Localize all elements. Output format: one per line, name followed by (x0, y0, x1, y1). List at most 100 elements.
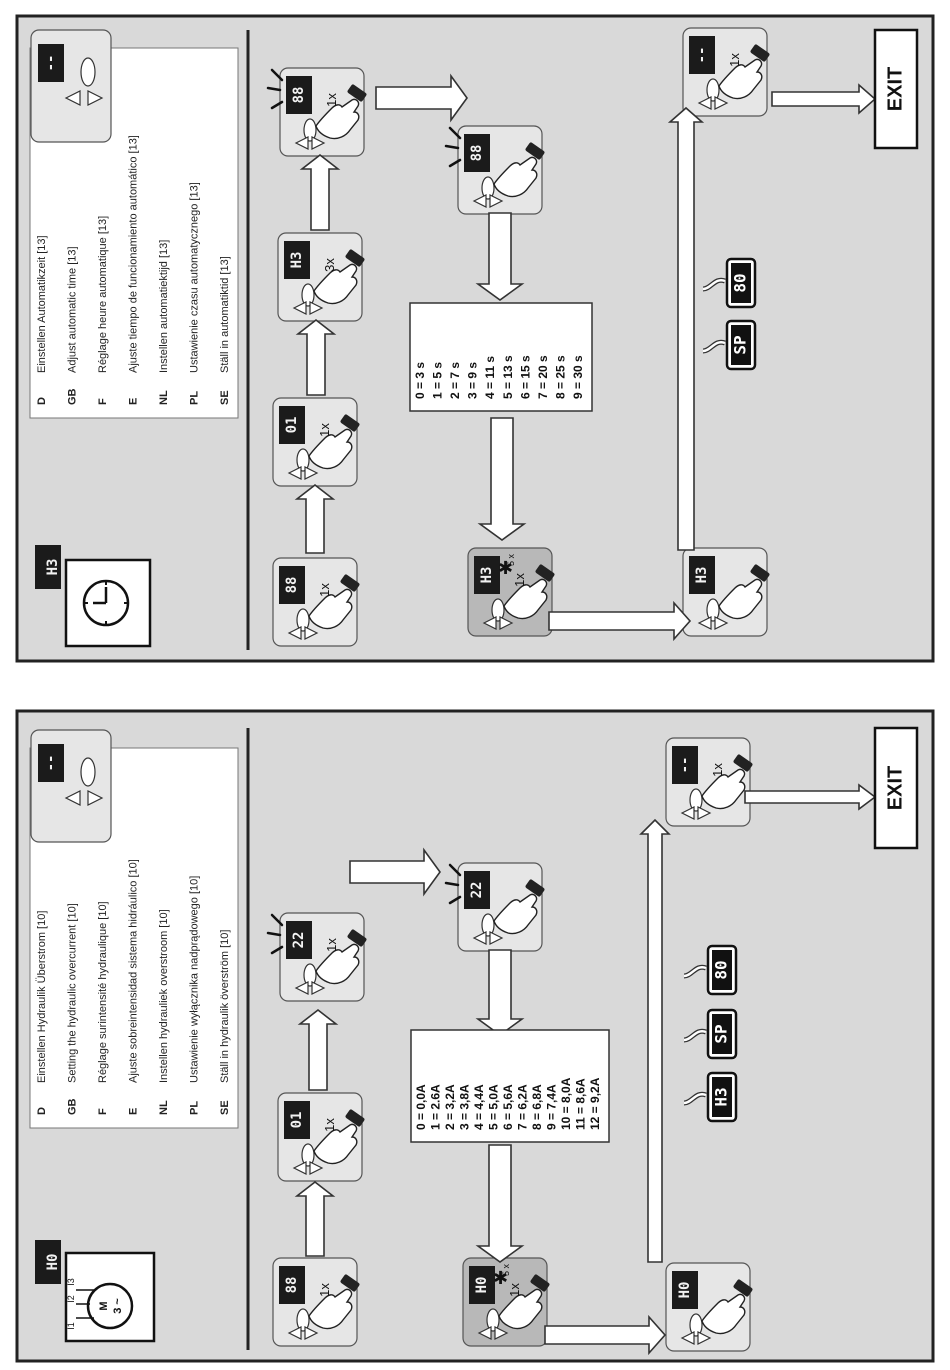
right-arrow-button[interactable] (304, 626, 319, 640)
select-button[interactable] (296, 1308, 310, 1332)
flow-arrow (771, 83, 877, 115)
left-arrow-button[interactable] (292, 1161, 307, 1175)
legend-text-gb: Adjust automatic time [13] (67, 246, 79, 373)
display (689, 556, 715, 594)
motor-i1: I1 (66, 1322, 76, 1330)
select-button[interactable] (706, 598, 720, 622)
confirm-unit[interactable]: H0 (665, 1262, 754, 1352)
left-arrow-button[interactable] (680, 1331, 695, 1345)
right-arrow-button[interactable] (489, 931, 504, 945)
legend-text-pl: Ustawienie wyłącznika nadprądowego [10] (189, 876, 201, 1083)
exit-unit[interactable]: --1x (665, 737, 754, 827)
select-button[interactable] (301, 1143, 315, 1167)
right-arrow-button[interactable] (697, 1331, 712, 1345)
confirm-unit[interactable]: H3 (682, 547, 771, 637)
right-arrow-button[interactable] (311, 136, 326, 150)
legend-display-text: -- (43, 55, 59, 72)
flow-arrow (299, 153, 341, 231)
legend-text-f: Réglage surintensité hydraulique [10] (97, 901, 109, 1083)
select-button[interactable] (491, 598, 505, 622)
left-arrow-button[interactable] (680, 806, 695, 820)
legend-code-f: F (97, 398, 109, 405)
select-button[interactable] (303, 118, 317, 142)
right-arrow-button[interactable] (494, 1326, 509, 1340)
legend-text-d: Einstellen Automatikzeit [13] (36, 235, 48, 373)
left-arrow-button[interactable] (294, 981, 309, 995)
legend-text-se: Ställ in hydraulik överström [10] (219, 930, 231, 1083)
select-button[interactable] (481, 913, 495, 937)
display-text: 88 (284, 1277, 300, 1294)
flow-arrow (375, 73, 468, 123)
select-button[interactable] (301, 283, 315, 307)
select-button[interactable] (296, 448, 310, 472)
press-count: 1x (512, 573, 527, 587)
left-arrow-button[interactable] (292, 301, 307, 315)
step-5-unit[interactable]: 88 (444, 125, 546, 215)
table-row: 12 = 9,2A (588, 1077, 602, 1130)
header-display-text: H0 (45, 1254, 61, 1271)
table-row: 6 = 15 s (518, 355, 532, 399)
right-arrow-button[interactable] (304, 1326, 319, 1340)
right-arrow-button[interactable] (309, 301, 324, 315)
table-row: 0 = 3 s (413, 362, 427, 399)
step-4-unit[interactable]: 22 (444, 862, 546, 952)
select-button[interactable] (481, 176, 495, 200)
table-row: 5 = 5,0A (487, 1084, 501, 1130)
right-arrow-button[interactable] (499, 616, 514, 630)
left-arrow-button[interactable] (287, 466, 302, 480)
select-button[interactable] (486, 1308, 500, 1332)
press-count: 1x (317, 583, 332, 597)
select-button[interactable] (689, 1313, 703, 1337)
select-button[interactable] (296, 608, 310, 632)
left-arrow-button[interactable] (472, 194, 487, 208)
left-arrow-button[interactable] (287, 1326, 302, 1340)
display (464, 134, 490, 172)
right-arrow-button[interactable] (714, 616, 729, 630)
legend-text-gb: Setting the hydraulic overcurrent [10] (67, 903, 79, 1083)
motor-phase: 3 ~ (112, 1298, 124, 1314)
flow-arrow (475, 212, 525, 301)
right-arrow-button[interactable] (309, 1161, 324, 1175)
blink-marks (266, 913, 284, 955)
left-arrow-button[interactable] (472, 931, 487, 945)
display-text: -- (677, 757, 693, 774)
flow-arrow (548, 600, 692, 642)
table-row: 3 = 3,8A (458, 1084, 472, 1130)
select-button[interactable] (706, 78, 720, 102)
flow-arrow (475, 949, 525, 1036)
right-arrow-button[interactable] (304, 466, 319, 480)
right-arrow-button[interactable] (489, 194, 504, 208)
display-text: 88 (291, 87, 307, 104)
exit-unit[interactable]: --1x (682, 27, 771, 117)
left-arrow-button[interactable] (294, 136, 309, 150)
left-arrow-button[interactable] (477, 1326, 492, 1340)
press-count: 3x (322, 258, 337, 272)
repeat-count: 5 x (506, 554, 516, 567)
display-text: 22 (291, 932, 307, 949)
left-arrow-button[interactable] (482, 616, 497, 630)
select-button[interactable] (689, 788, 703, 812)
right-arrow-button[interactable] (311, 981, 326, 995)
right-arrow-button[interactable] (714, 96, 729, 110)
left-arrow-button[interactable] (287, 626, 302, 640)
table-row: 0 = 0,0A (414, 1084, 428, 1130)
display (469, 1266, 495, 1304)
display-option: SP (702, 319, 757, 371)
left-arrow-button[interactable] (697, 96, 712, 110)
flow-arrow (639, 818, 671, 1263)
left-arrow-button[interactable] (697, 616, 712, 630)
motor-icon: M 3 ~ I3 I2 I1 (66, 1278, 134, 1330)
select-button[interactable] (303, 963, 317, 987)
right-arrow-button[interactable] (697, 806, 712, 820)
